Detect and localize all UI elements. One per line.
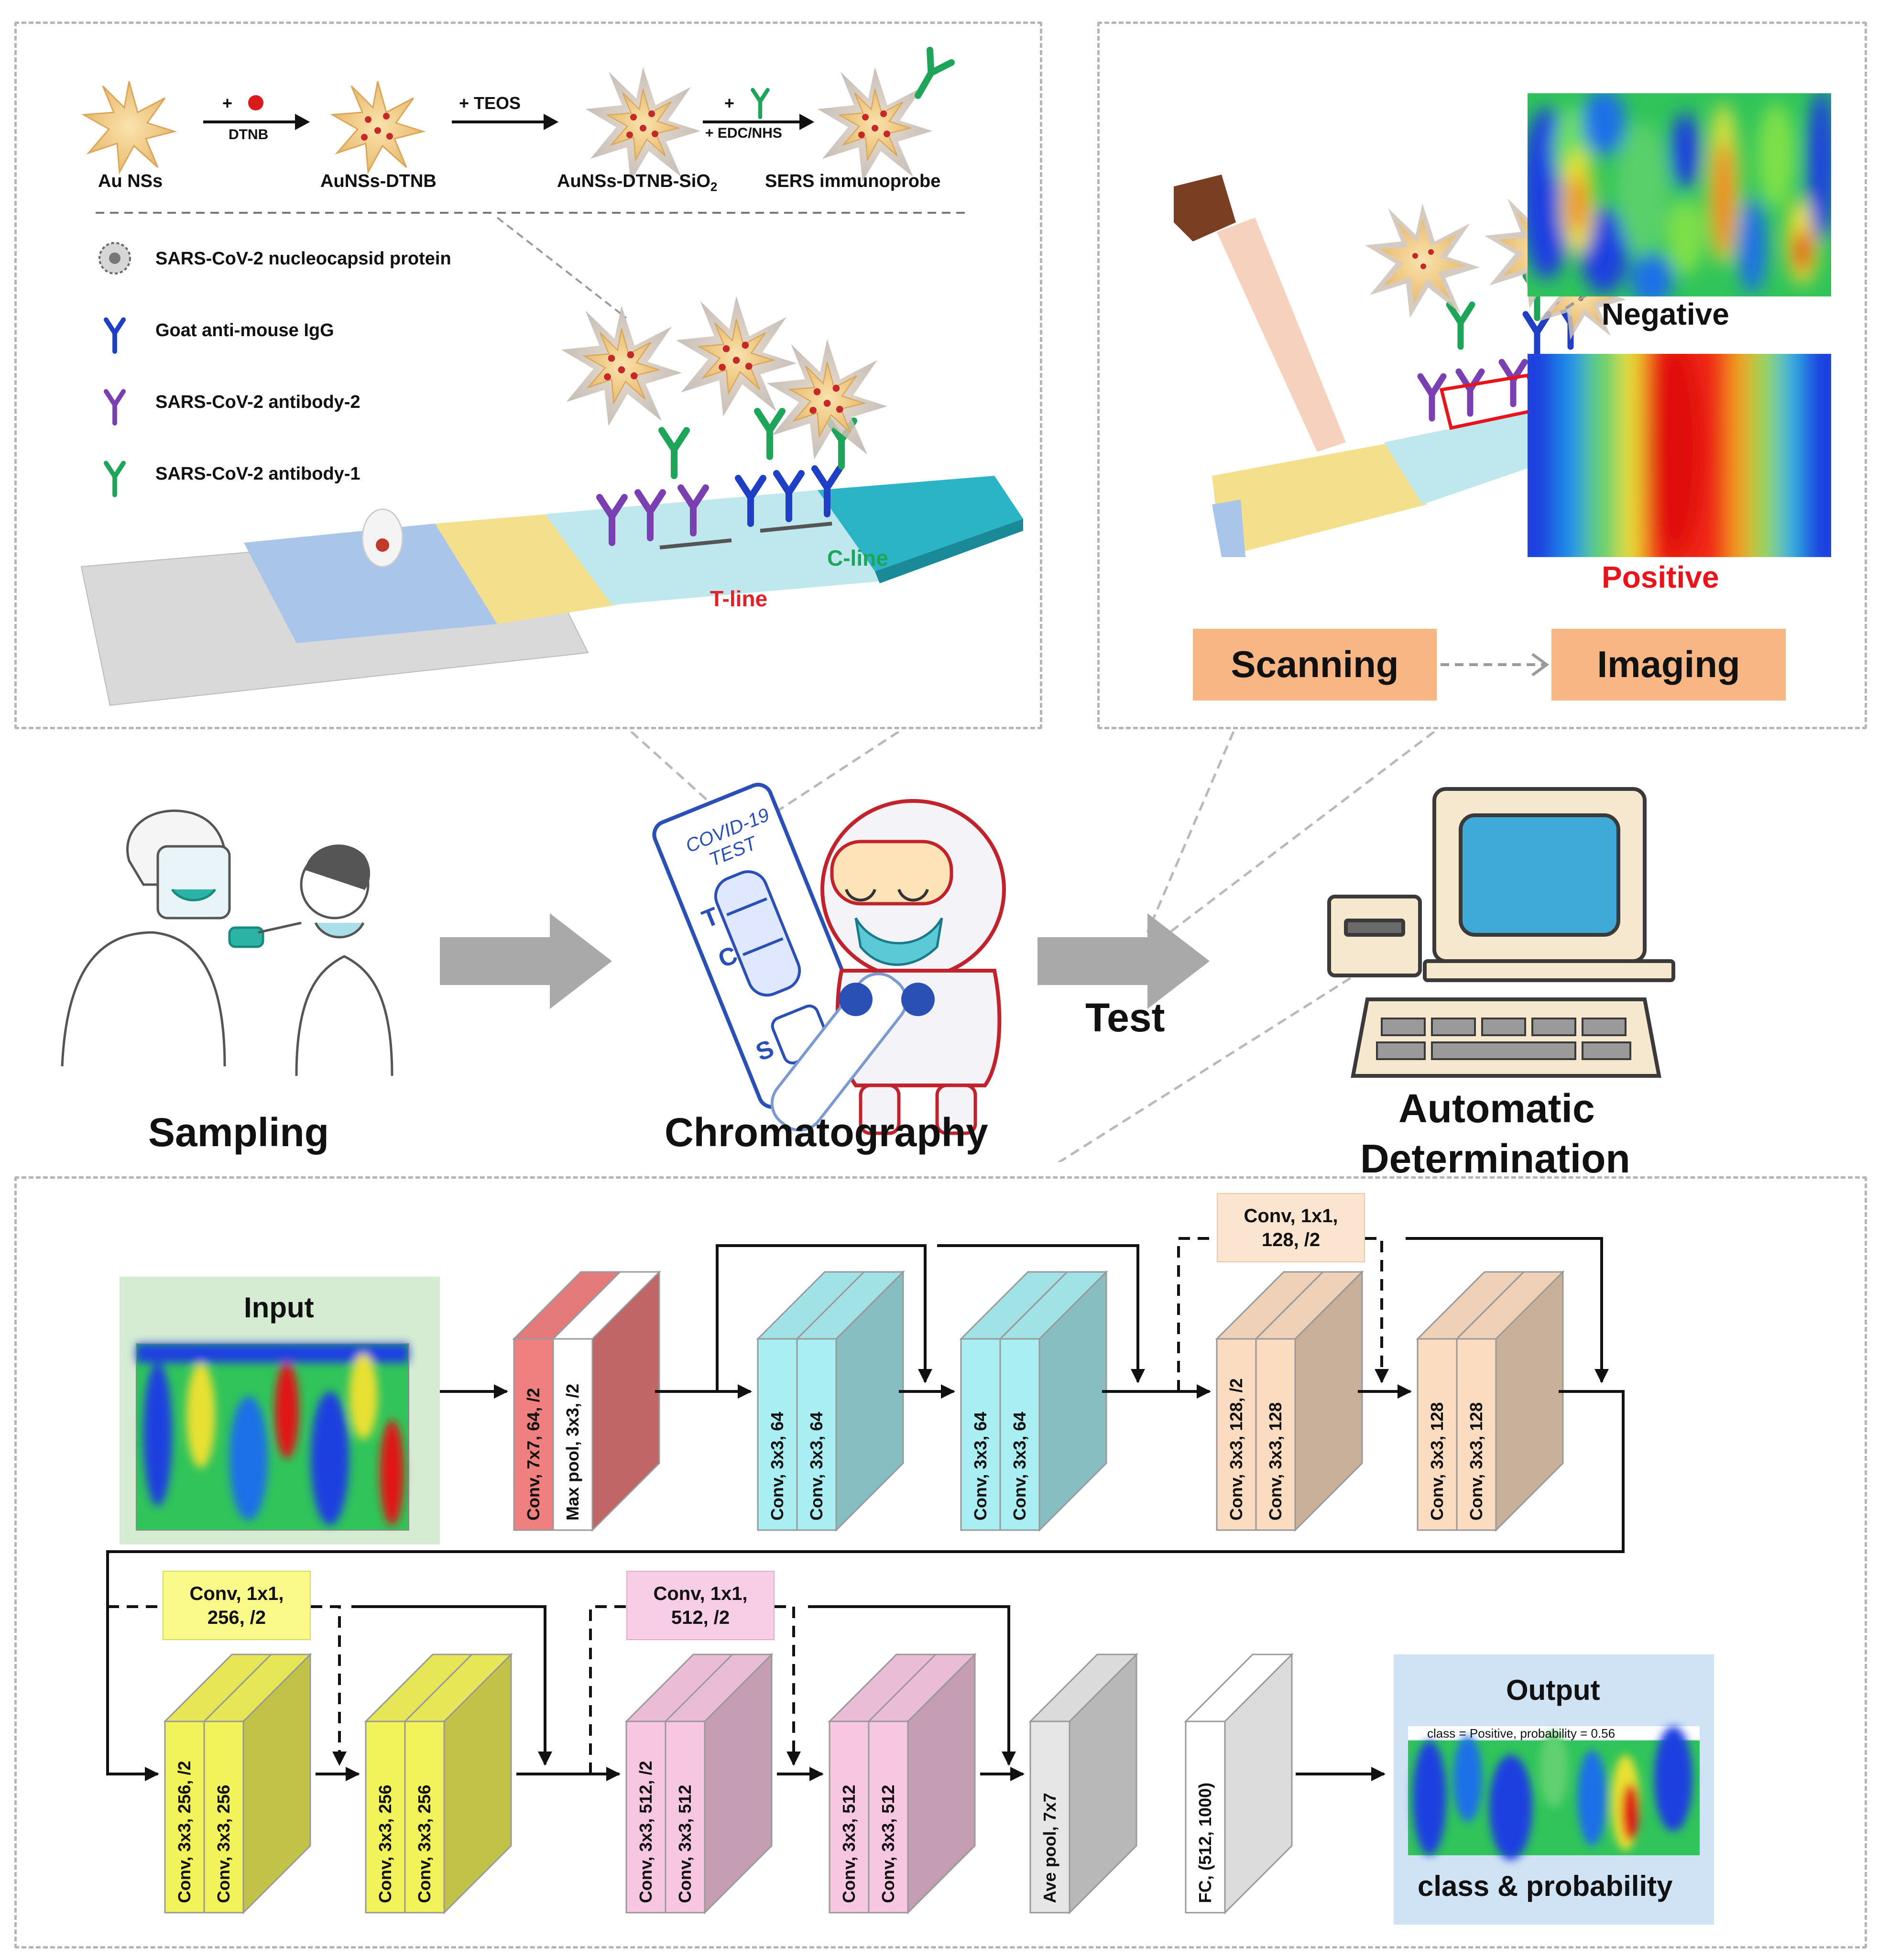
resnet-block-1-label-2: Max pool, 3x3, /2 <box>563 1384 582 1521</box>
resnet-block-2: Conv, 3x3, 64 Conv, 3x3, 64 <box>756 1270 905 1532</box>
imaging-box: Imaging <box>1551 629 1786 701</box>
resnet-block-10-label-1: Ave pool, 7x7 <box>1040 1793 1059 1903</box>
mascot-illustration <box>770 799 1006 1135</box>
positive-heatmap <box>1528 354 1831 557</box>
resnet-block-3: Conv, 3x3, 64 Conv, 3x3, 64 <box>959 1270 1108 1532</box>
resnet-block-4-label-1: Conv, 3x3, 128, /2 <box>1226 1379 1246 1521</box>
negative-heatmap <box>1528 93 1831 296</box>
step-label-sers-immunoprobe: SERS immunoprobe <box>765 171 941 191</box>
output-sub-label: class & probability <box>1418 1870 1673 1902</box>
step-label-au-ns-dtnb-sio2: AuNSs-DTNB-SiO2 <box>557 171 718 194</box>
sampling-label: Sampling <box>148 1110 329 1155</box>
computer-icon <box>1327 787 1675 1078</box>
test-label: Test <box>1085 995 1165 1040</box>
imaging-panel <box>1097 22 1867 729</box>
arrow3-bottom-label: + EDC/NHS <box>705 125 782 141</box>
resnet-block-6-label-1: Conv, 3x3, 256, /2 <box>175 1761 194 1904</box>
resnet-block-3-label-2: Conv, 3x3, 64 <box>1010 1412 1029 1521</box>
resnet-block-11-label-1: FC, (512, 1000) <box>1195 1783 1215 1903</box>
arrow3-top-label: + <box>724 93 735 113</box>
c-line-label: C-line <box>827 546 888 570</box>
output-heatmap <box>1408 1726 1700 1860</box>
arrow2-top-label: + TEOS <box>459 93 521 113</box>
resnet-block-7-label-2: Conv, 3x3, 256 <box>415 1785 434 1903</box>
lfa-strip <box>80 476 1023 706</box>
resnet-block-4-label-2: Conv, 3x3, 128 <box>1266 1402 1285 1521</box>
probe-strip-diagram <box>80 22 1023 706</box>
output-caption: class = Positive, probability = 0.56 <box>1427 1726 1616 1741</box>
sampling-illustration <box>61 810 393 1076</box>
resnet-block-2-label-1: Conv, 3x3, 64 <box>767 1412 787 1521</box>
negative-label: Negative <box>1602 297 1729 331</box>
resnet-block-8-label-2: Conv, 3x3, 512 <box>675 1785 695 1903</box>
scan-to-image-arrow <box>1441 653 1550 677</box>
resnet-block-9: Conv, 3x3, 512 Conv, 3x3, 512 <box>828 1653 977 1915</box>
resnet-block-8: Conv, 3x3, 512, /2 Conv, 3x3, 512 <box>624 1653 774 1915</box>
resnet-block-9-label-1: Conv, 3x3, 512 <box>839 1785 859 1903</box>
t-line-label: T-line <box>710 586 768 611</box>
arrow-chromatography-to-test <box>1037 913 1210 1009</box>
resnet-block-9-label-2: Conv, 3x3, 512 <box>878 1785 898 1903</box>
arrow1-bottom-label: DTNB <box>229 127 269 142</box>
arrow-sampling-to-chromatography <box>440 913 612 1009</box>
resnet-block-8-label-1: Conv, 3x3, 512, /2 <box>636 1761 655 1904</box>
automatic-label: Automatic <box>1398 1086 1595 1131</box>
arrow1-top-label: + <box>222 93 233 113</box>
shortcut-box-128: Conv, 1x1, 128, /2 <box>1217 1193 1365 1262</box>
resnet-block-7-label-1: Conv, 3x3, 256 <box>375 1785 395 1903</box>
legend-label-antibody-2: SARS-CoV-2 antibody-2 <box>155 392 360 412</box>
resnet-block-4: Conv, 3x3, 128, /2 Conv, 3x3, 128 <box>1215 1270 1364 1532</box>
shortcut-box-512: Conv, 1x1, 512, /2 <box>626 1571 775 1640</box>
resnet-panel <box>14 1176 1867 1949</box>
resnet-block-5: Conv, 3x3, 128 Conv, 3x3, 128 <box>1416 1270 1565 1532</box>
resnet-block-5-label-1: Conv, 3x3, 128 <box>1427 1402 1447 1521</box>
synthesis-arrows <box>203 113 815 131</box>
legend-virus-icon <box>98 242 131 274</box>
step-label-au-ns: Au NSs <box>98 171 163 191</box>
resnet-block-1-label-1: Conv, 7x7, 64, /2 <box>524 1388 543 1521</box>
positive-label: Positive <box>1602 560 1719 594</box>
resnet-block-1: Conv, 7x7, 64, /2 Max pool, 3x3, /2 <box>512 1270 661 1532</box>
resnet-block-5-label-2: Conv, 3x3, 128 <box>1466 1402 1486 1521</box>
dtnb-dot-icon <box>248 95 263 110</box>
step-label-au-ns-dtnb: AuNSs-DTNB <box>320 171 437 191</box>
resnet-block-11: FC, (512, 1000) <box>1184 1653 1294 1915</box>
resnet-block-7: Conv, 3x3, 256 Conv, 3x3, 256 <box>364 1653 513 1915</box>
resnet-block-2-label-2: Conv, 3x3, 64 <box>807 1412 826 1521</box>
probe-strip-panel <box>14 22 1042 729</box>
legend-label-protein: SARS-CoV-2 nucleocapsid protein <box>155 249 451 269</box>
scanning-box: Scanning <box>1193 629 1437 701</box>
resnet-block-3-label-1: Conv, 3x3, 64 <box>971 1412 990 1521</box>
legend-label-goat-igg: Goat anti-mouse IgG <box>155 320 334 340</box>
resnet-block-6: Conv, 3x3, 256, /2 Conv, 3x3, 256 <box>163 1653 312 1915</box>
resnet-block-10: Ave pool, 7x7 <box>1028 1653 1138 1915</box>
test-kit-icon: T C S COVID-19 TEST <box>652 783 878 1109</box>
output-label: Output <box>1506 1674 1600 1706</box>
input-heatmap-stack <box>136 1343 409 1531</box>
chromatography-label: Chromatography <box>665 1110 988 1155</box>
resnet-block-6-label-2: Conv, 3x3, 256 <box>214 1785 233 1903</box>
input-label: Input <box>244 1292 314 1324</box>
determination-label: Determination <box>1360 1136 1630 1181</box>
workflow-graphics: T C S COVID-19 TEST <box>61 732 1675 1162</box>
legend-label-antibody-1: SARS-CoV-2 antibody-1 <box>155 464 360 484</box>
shortcut-box-256: Conv, 1x1, 256, /2 <box>163 1571 311 1640</box>
leader-line <box>496 217 627 319</box>
